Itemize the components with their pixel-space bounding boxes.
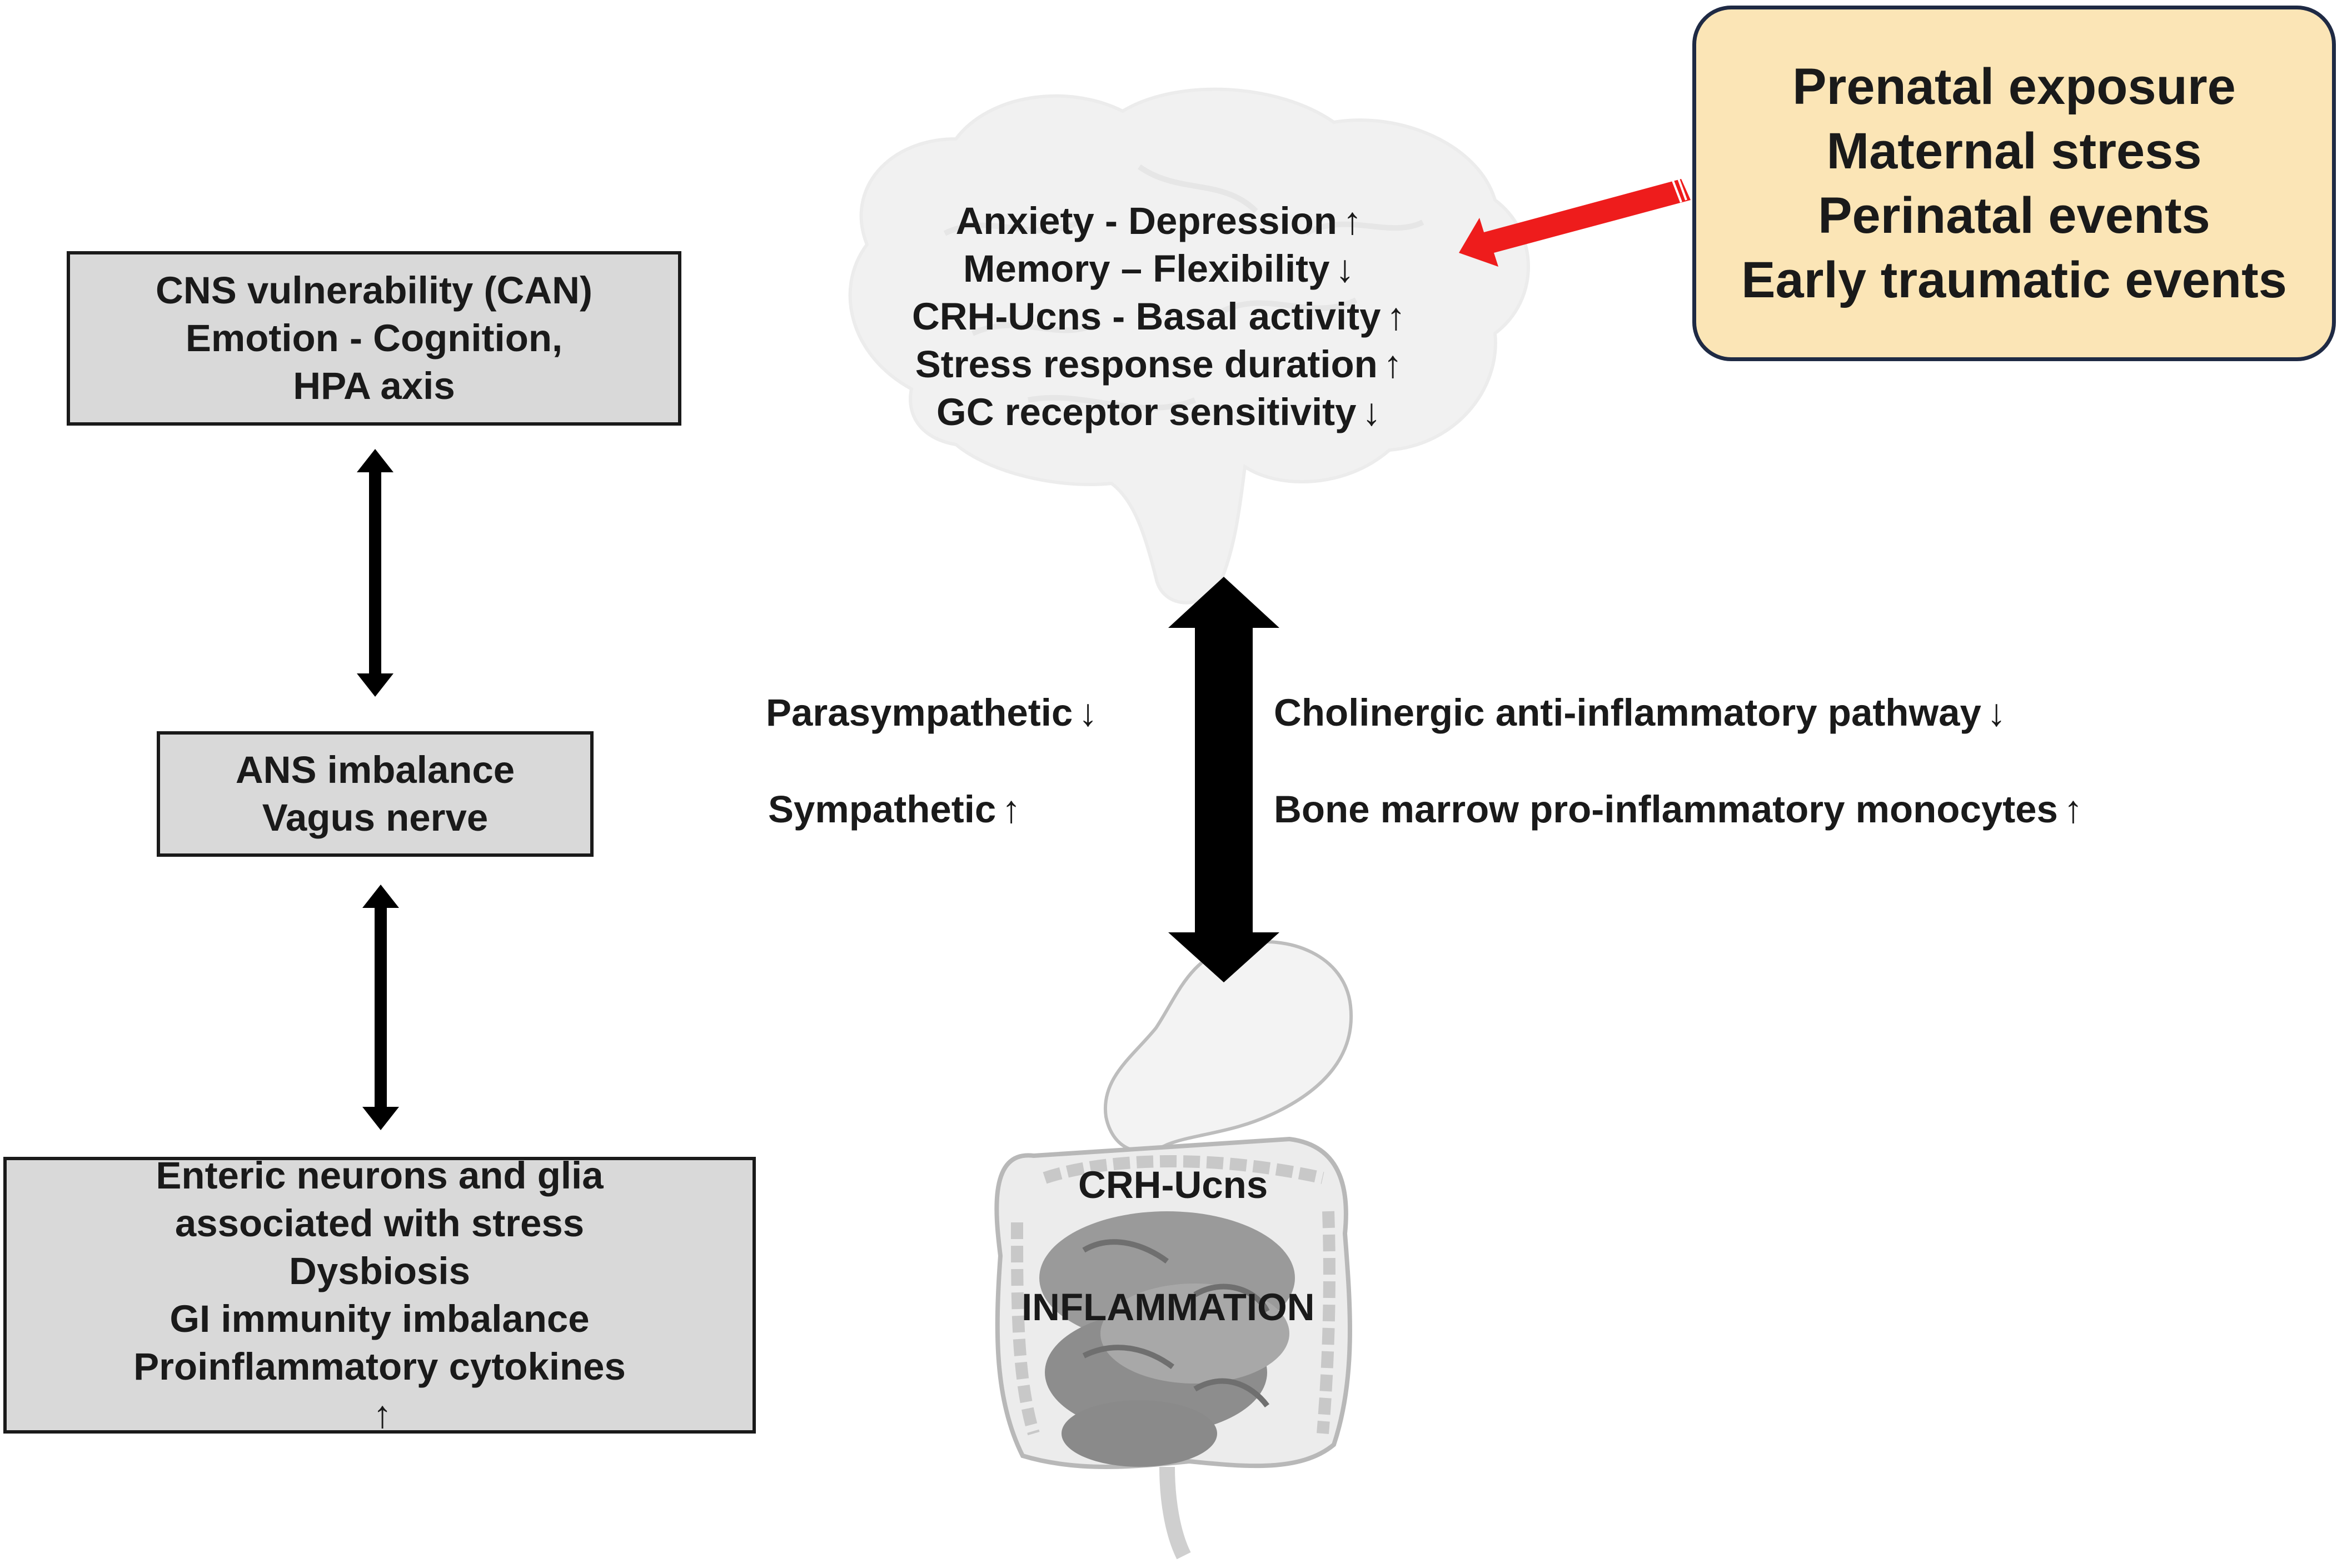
down-arrow-icon: ↓	[1078, 691, 1098, 734]
up-arrow-icon: ↑	[372, 1393, 392, 1436]
brain-effects-list: Anxiety - Depression↑ Memory – Flexibili…	[859, 197, 1459, 436]
brain-effect-text: CRH-Ucns - Basal activity	[911, 295, 1381, 338]
arrow-ans-enteric	[362, 885, 399, 1130]
gut-illustration	[994, 940, 1353, 1560]
ans-line-2: Vagus nerve	[262, 796, 489, 839]
brain-effect-crh: CRH-Ucns - Basal activity↑	[859, 293, 1459, 341]
down-arrow-icon: ↓	[1986, 691, 2006, 734]
arrow-cns-ans	[357, 449, 393, 697]
brain-effect-anxiety: Anxiety - Depression↑	[859, 197, 1459, 245]
enteric-line-4: GI immunity imbalance	[170, 1297, 590, 1340]
down-arrow-icon: ↓	[1335, 247, 1355, 290]
arrow-brain-gut	[1168, 577, 1279, 982]
enteric-line-3: Dysbiosis	[289, 1250, 470, 1292]
brain-effect-text: GC receptor sensitivity	[936, 391, 1357, 433]
brain-effect-text: Stress response duration	[915, 343, 1378, 386]
up-arrow-icon: ↑	[1386, 295, 1406, 338]
cns-line-1: CNS vulnerability (CAN)	[156, 269, 592, 312]
enteric-line-5-text: Proinflammatory cytokines	[133, 1345, 626, 1388]
pathway-bone-marrow: Bone marrow pro-inflammatory monocytes↑	[1274, 786, 2082, 833]
pathway-parasympathetic: Parasympathetic↓	[766, 689, 1098, 737]
risk-line-2: Maternal stress	[1826, 123, 2202, 179]
risk-line-1: Prenatal exposure	[1792, 58, 2236, 115]
brain-effect-memory: Memory – Flexibility↓	[859, 245, 1459, 293]
cns-line-2: Emotion - Cognition,	[185, 317, 563, 359]
gut-label-crh: CRH-Ucns	[1078, 1163, 1268, 1206]
ans-box: ANS imbalance Vagus nerve	[157, 731, 594, 857]
up-arrow-icon: ↑	[1383, 343, 1403, 386]
pathway-text: Parasympathetic	[766, 691, 1073, 734]
brain-effect-gc: GC receptor sensitivity↓	[859, 388, 1459, 436]
brain-effect-text: Anxiety - Depression	[955, 199, 1337, 242]
pathway-text: Sympathetic	[768, 788, 996, 831]
risk-line-4: Early traumatic events	[1741, 252, 2287, 308]
up-arrow-icon: ↑	[1001, 788, 1021, 831]
brain-illustration	[848, 87, 1530, 605]
risk-line-3: Perinatal events	[1818, 187, 2210, 244]
enteric-box: Enteric neurons and glia associated with…	[3, 1154, 756, 1436]
brain-effect-text: Memory – Flexibility	[963, 247, 1330, 290]
gut-label-inflammation: INFLAMMATION	[1021, 1286, 1315, 1329]
cns-box: CNS vulnerability (CAN) Emotion - Cognit…	[67, 251, 681, 426]
up-arrow-icon: ↑	[2063, 788, 2083, 831]
enteric-line-1: Enteric neurons and glia	[156, 1154, 604, 1197]
enteric-line-5: Proinflammatory cytokines ↑	[133, 1343, 626, 1439]
pathway-cholinergic: Cholinergic anti-inflammatory pathway↓	[1274, 689, 2006, 737]
risk-factors-box: Prenatal exposure Maternal stress Perina…	[1692, 6, 2336, 361]
down-arrow-icon: ↓	[1362, 391, 1381, 433]
up-arrow-icon: ↑	[1342, 199, 1362, 242]
pathway-text: Cholinergic anti-inflammatory pathway	[1274, 691, 1981, 734]
brain-effect-stress: Stress response duration↑	[859, 341, 1459, 388]
cns-line-3: HPA axis	[293, 364, 455, 407]
enteric-line-2: associated with stress	[175, 1202, 585, 1245]
ans-line-1: ANS imbalance	[235, 748, 515, 791]
pathway-sympathetic: Sympathetic↑	[768, 786, 1021, 833]
red-arrow	[1459, 175, 1691, 267]
pathway-text: Bone marrow pro-inflammatory monocytes	[1274, 788, 2058, 831]
